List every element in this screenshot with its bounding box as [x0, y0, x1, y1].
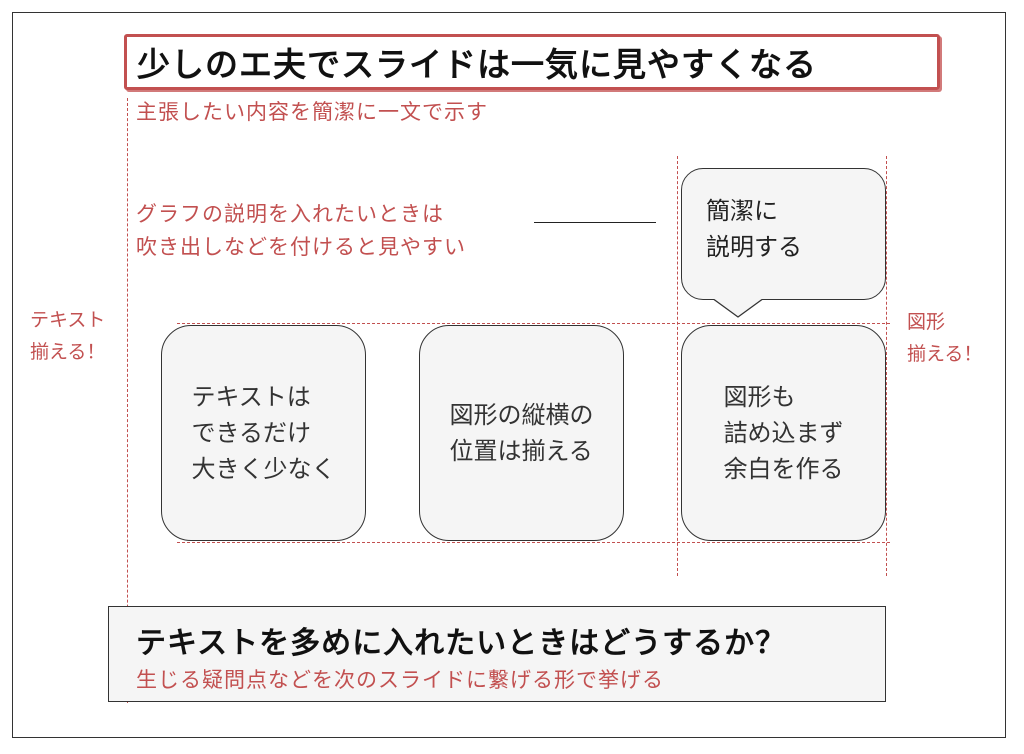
- guide-line-top: [177, 323, 890, 324]
- bottom-box: [108, 606, 886, 702]
- guide-line-bottom: [177, 542, 890, 543]
- card-line: 図形も: [723, 383, 796, 411]
- side-note-right: 図形 揃える！: [907, 306, 982, 370]
- speech-bubble-line-2: 説明する: [706, 233, 802, 261]
- graph-note-line-1: グラフの説明を入れたいときは: [136, 202, 444, 226]
- card-alignment-tip: 図形の縦横の 位置は揃える: [419, 325, 624, 541]
- card-whitespace-tip-body: 図形も 詰め込まず 余白を作る: [724, 379, 844, 487]
- card-whitespace-tip: 図形も 詰め込まず 余白を作る: [681, 325, 886, 541]
- card-line: 大きく少なく: [191, 455, 336, 483]
- card-line: できるだけ: [191, 419, 312, 447]
- card-line: 詰め込まず: [723, 419, 844, 447]
- side-note-right-line-2: 揃える！: [907, 343, 983, 365]
- connector-line: [534, 222, 656, 223]
- card-line: テキストは: [191, 383, 311, 411]
- side-note-right-line-1: 図形: [907, 311, 946, 333]
- bottom-subtitle: 生じる疑問点などを次のスライドに繋げる形で挙げる: [136, 668, 664, 692]
- bottom-title: テキストを多めに入れたいときはどうするか？: [136, 626, 787, 661]
- guide-line-shape-right: [886, 156, 887, 576]
- speech-bubble-text: 簡潔に 説明する: [706, 193, 802, 265]
- card-text-tip-body: テキストは できるだけ 大きく少なく: [192, 379, 336, 487]
- card-line: 図形の縦横の: [449, 401, 594, 429]
- guide-line-left-text: [127, 98, 128, 703]
- title-subtitle: 主張したい内容を簡潔に一文で示す: [136, 100, 488, 124]
- speech-bubble: [681, 168, 886, 300]
- slide-title: 少しのエ夫でスライドは一気に見やすくなる: [137, 45, 817, 84]
- card-text-tip: テキストは できるだけ 大きく少なく: [161, 325, 366, 541]
- speech-bubble-tail: [713, 298, 763, 318]
- card-line: 余白を作る: [723, 455, 844, 483]
- speech-bubble-line-1: 簡潔に: [706, 197, 778, 225]
- guide-line-shape-left: [677, 156, 678, 576]
- graph-note-line-2: 吹き出しなどを付けると見やすい: [136, 235, 466, 259]
- graph-note: グラフの説明を入れたいときは 吹き出しなどを付けると見やすい: [136, 198, 466, 264]
- side-note-left: テキスト 揃える！: [30, 304, 105, 368]
- card-alignment-tip-body: 図形の縦横の 位置は揃える: [450, 397, 594, 469]
- side-note-left-line-1: テキスト: [30, 309, 106, 331]
- title-box: 少しのエ夫でスライドは一気に見やすくなる: [124, 34, 940, 90]
- card-line: 位置は揃える: [449, 437, 593, 465]
- side-note-left-line-2: 揃える！: [30, 341, 106, 363]
